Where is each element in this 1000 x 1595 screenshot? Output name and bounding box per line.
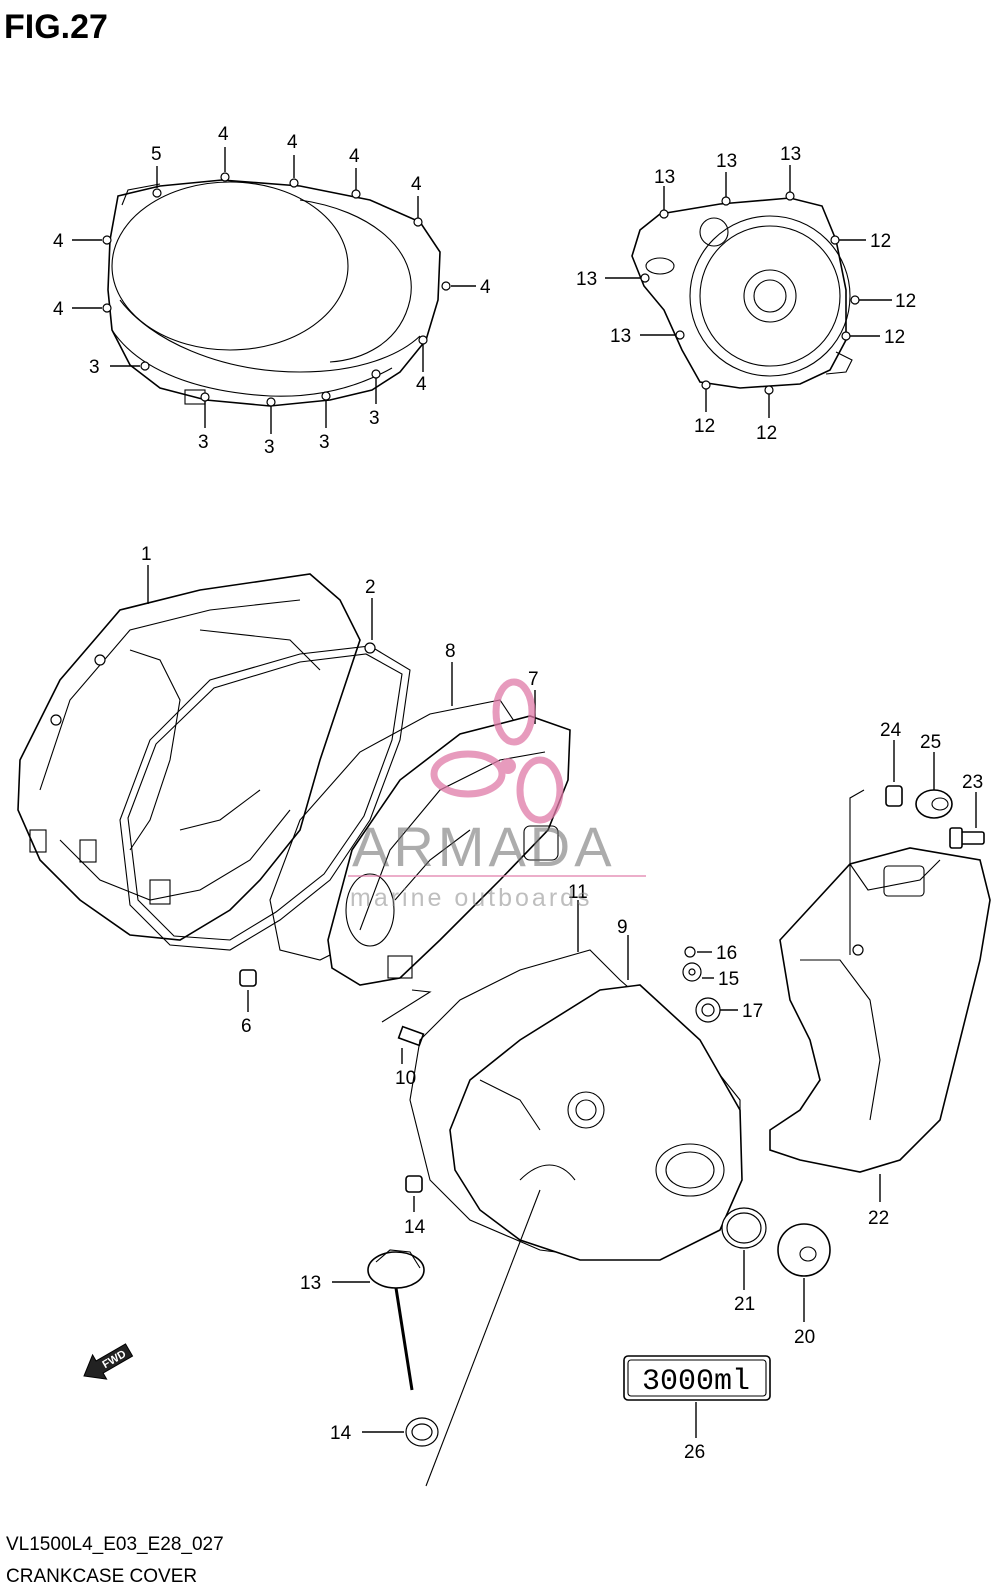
figure-title: FIG.27 <box>4 8 108 46</box>
callout-16: 14 <box>330 1423 352 1444</box>
label-text: 3000ml <box>642 1365 750 1399</box>
callout-4: 4 <box>53 299 64 320</box>
watermark-tagline: marine outboards <box>350 884 593 912</box>
part-6-dowel-pin <box>239 969 257 987</box>
upper-right-callouts: 13 13 13 13 13 12 12 12 12 12 <box>576 144 916 444</box>
part-19-seal <box>695 997 721 1023</box>
callout-12: 12 <box>756 423 777 444</box>
callout-7: 7 <box>528 669 539 690</box>
callout-11: 11 <box>568 882 588 903</box>
callout-17: 15 <box>718 969 739 990</box>
callout-3: 3 <box>369 408 380 429</box>
callout-13: 13 <box>610 326 631 347</box>
callout-5: 5 <box>151 144 162 165</box>
part-14-dowel <box>405 1175 423 1193</box>
part-2-gasket <box>119 642 411 951</box>
figure-name: CRANKCASE COVER <box>6 1566 197 1587</box>
callout-4: 4 <box>53 231 64 252</box>
callout-4: 4 <box>480 277 491 298</box>
callout-12: 12 <box>895 291 916 312</box>
part-17-oring <box>682 962 702 982</box>
part-16-oring <box>405 1417 439 1447</box>
part-21-oring <box>721 1207 767 1249</box>
part-23-screw <box>949 827 985 849</box>
callout-2: 2 <box>365 577 376 598</box>
propeller-logo-icon <box>430 678 564 824</box>
part-15-oil-filler-cap <box>367 1249 425 1391</box>
callout-24: 24 <box>880 720 902 741</box>
callout-13: 13 <box>716 151 737 172</box>
callout-23: 23 <box>962 772 983 793</box>
part-22-guide-line <box>849 789 865 955</box>
part-22-outer-cover <box>769 847 991 1173</box>
callout-4: 4 <box>287 132 298 153</box>
upper-right-leaders <box>605 165 892 418</box>
callout-12: 12 <box>884 327 905 348</box>
upper-left-callouts: 4 4 4 4 4 4 4 4 5 3 3 3 3 3 <box>53 124 491 458</box>
callout-6: 6 <box>241 1016 252 1037</box>
callout-19: 17 <box>742 1001 763 1022</box>
upper-right-cover-outline <box>631 197 853 389</box>
model-code: VL1500L4_E03_E28_027 <box>6 1534 224 1555</box>
callout-10: 9 <box>617 917 628 938</box>
callout-25: 25 <box>920 732 941 753</box>
part-24-spacer <box>885 785 903 807</box>
callout-13: 13 <box>654 167 675 188</box>
dipstick-guide-line <box>425 1189 541 1487</box>
part-11-gasket <box>409 949 741 1261</box>
part-10-generator-cover <box>449 984 743 1261</box>
callout-12: 12 <box>694 416 715 437</box>
callout-1: 1 <box>141 544 152 565</box>
callout-21: 21 <box>734 1294 755 1315</box>
callout-4: 4 <box>416 374 427 395</box>
part-26-capacity-label: 3000ml <box>623 1355 771 1401</box>
callout-4: 4 <box>411 174 422 195</box>
callout-18: 16 <box>716 943 737 964</box>
upper-left-cover-outline <box>107 179 441 407</box>
watermark: ARMADA marine outboards <box>348 678 646 912</box>
upper-left-leaders <box>72 147 476 434</box>
callout-4: 4 <box>349 146 360 167</box>
part-20-plug <box>777 1223 831 1277</box>
watermark-brand: ARMADA <box>352 815 616 878</box>
callout-9: 10 <box>395 1068 416 1089</box>
callout-22: 22 <box>868 1208 889 1229</box>
part-9-bolt <box>381 989 432 1047</box>
part-1-clutch-cover <box>17 573 361 941</box>
callout-26: 26 <box>684 1442 705 1463</box>
callout-14: 14 <box>404 1217 426 1238</box>
callout-4: 4 <box>218 124 229 145</box>
callout-12: 12 <box>870 231 891 252</box>
fwd-arrow-icon: FWD <box>83 1343 134 1380</box>
part-18-washer <box>684 946 696 958</box>
callout-8: 8 <box>445 641 456 662</box>
callout-3: 3 <box>89 357 100 378</box>
callout-20: 20 <box>794 1327 815 1348</box>
svg-text:FWD: FWD <box>101 1348 129 1371</box>
callout-13: 13 <box>576 269 597 290</box>
callout-3: 3 <box>198 432 209 453</box>
callout-3: 3 <box>319 432 330 453</box>
callout-15: 13 <box>300 1273 321 1294</box>
part-25-grommet <box>915 789 953 819</box>
callout-13: 13 <box>780 144 801 165</box>
callout-3: 3 <box>264 437 275 458</box>
